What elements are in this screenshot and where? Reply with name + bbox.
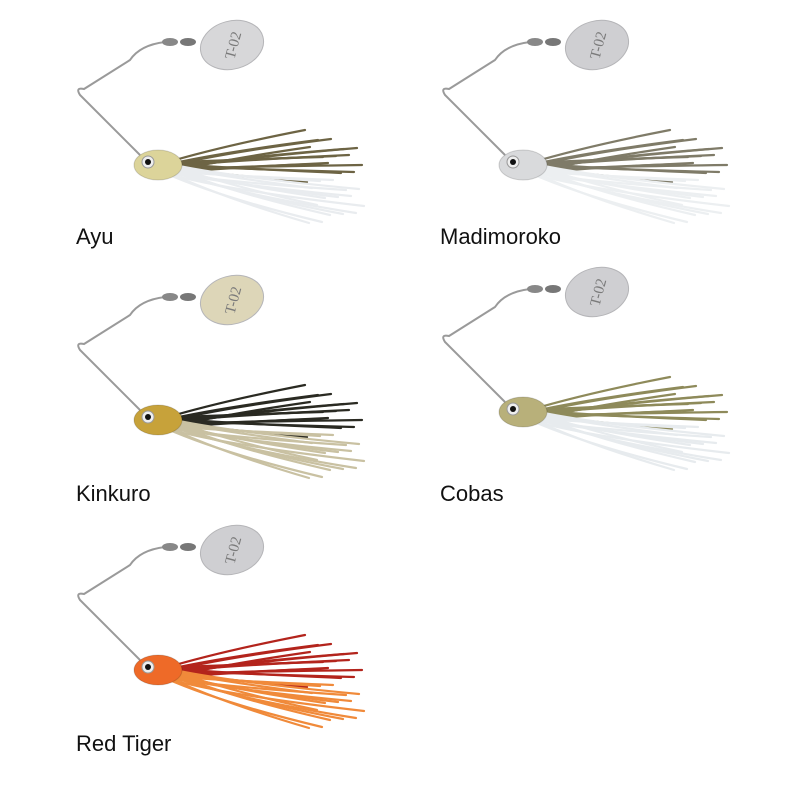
wire-arm: [77, 546, 166, 661]
swivel: [162, 543, 178, 551]
swivel: [162, 38, 178, 46]
skirt-strand: [163, 672, 358, 720]
lure-head: [133, 654, 183, 686]
spinnerbait-kinkuro-image: T-02: [77, 274, 366, 480]
blade-stamp: T-02: [588, 30, 611, 61]
blade: [199, 19, 265, 71]
blade-stamp: T-02: [223, 535, 246, 566]
swivel: [527, 285, 543, 293]
lure-red-tiger: T-02: [70, 520, 390, 730]
pupil: [145, 664, 151, 670]
spinnerbait-ayu-image: T-02: [77, 19, 366, 225]
swivel: [180, 293, 196, 301]
pupil: [510, 406, 516, 412]
lure-ayu: T-02: [70, 15, 390, 225]
wire-arm: [77, 296, 166, 411]
skirt-strand: [163, 167, 358, 215]
pupil: [145, 159, 151, 165]
spinnerbait-madimoroko-image: T-02: [442, 19, 731, 225]
swivel: [180, 38, 196, 46]
wire-arm: [77, 41, 166, 156]
swivel: [180, 543, 196, 551]
lure-name-cobas: Cobas: [440, 481, 504, 506]
swivel: [162, 293, 178, 301]
spinnerbait-red-tiger-image: T-02: [77, 524, 366, 730]
lure-head: [133, 149, 183, 181]
blade-stamp: T-02: [223, 285, 246, 316]
lure-name-madimoroko: Madimoroko: [440, 224, 562, 249]
blade: [564, 266, 630, 318]
lure-head: [498, 396, 548, 428]
wire-arm: [442, 41, 531, 156]
blade: [564, 19, 630, 71]
skirt-strand: [528, 171, 689, 224]
skirt-strand: [528, 418, 689, 471]
lure-cobas: T-02: [435, 262, 755, 472]
skirt-strand: [163, 171, 324, 224]
pupil: [145, 414, 151, 420]
skirt-strand: [163, 422, 358, 470]
swivel: [545, 285, 561, 293]
lure-name-red-tiger: Red Tiger: [76, 731, 172, 756]
pupil: [510, 159, 516, 165]
skirt-strand: [163, 676, 324, 729]
skirt-strand: [163, 426, 324, 479]
wire-arm: [442, 288, 531, 403]
lure-head: [133, 404, 183, 436]
lure-name-kinkuro: Kinkuro: [76, 481, 151, 506]
skirt-strand: [528, 414, 723, 462]
blade-stamp: T-02: [223, 30, 246, 61]
lure-head: [498, 149, 548, 181]
blade-stamp: T-02: [588, 277, 611, 308]
lure-name-ayu: Ayu: [76, 224, 114, 249]
lure-madimoroko: T-02: [435, 15, 755, 225]
skirt-strand: [528, 167, 723, 215]
swivel: [545, 38, 561, 46]
blade: [199, 274, 265, 326]
swivel: [527, 38, 543, 46]
lure-kinkuro: T-02: [70, 270, 390, 480]
spinnerbait-cobas-image: T-02: [442, 266, 731, 472]
blade: [199, 524, 265, 576]
